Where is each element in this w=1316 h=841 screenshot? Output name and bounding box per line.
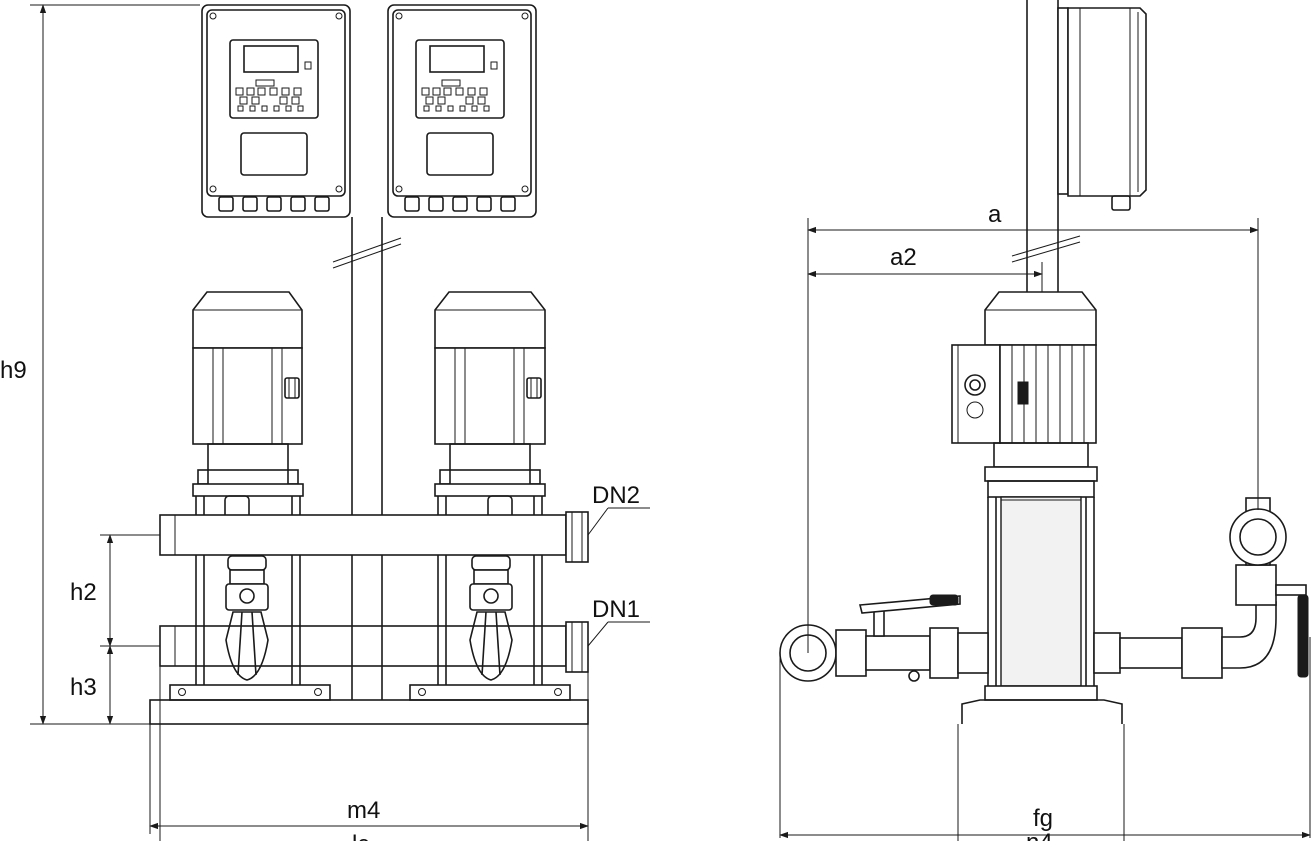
dimension-lines-side bbox=[779, 218, 1311, 841]
dimension-label-fg: fg bbox=[1033, 805, 1053, 832]
dimension-label-n4: n4 bbox=[1026, 829, 1053, 841]
side-control-panel bbox=[1057, 7, 1147, 211]
pump-right bbox=[434, 291, 546, 685]
pump-left bbox=[192, 291, 304, 685]
dimension-label-h3: h3 bbox=[70, 674, 97, 701]
dimension-label-a2: a2 bbox=[890, 244, 917, 271]
dimension-label-h9: h9 bbox=[0, 357, 27, 384]
keypad-buttons bbox=[235, 79, 304, 112]
control-panel-right bbox=[387, 4, 537, 218]
dimension-label-h2: h2 bbox=[70, 579, 97, 606]
side-view: a a2 n4 fg bbox=[779, 0, 1311, 841]
cable-glands bbox=[404, 196, 516, 212]
cable-glands bbox=[218, 196, 330, 212]
dimension-lines-front bbox=[30, 4, 650, 841]
suction-manifold bbox=[159, 621, 589, 673]
side-pump-motor bbox=[951, 291, 1098, 498]
mounting-posts bbox=[332, 217, 402, 700]
dimension-label-dn2: DN2 bbox=[592, 482, 640, 509]
dimension-label-lc: lc bbox=[352, 831, 369, 841]
dimension-label-a: a bbox=[988, 201, 1002, 228]
control-panel-left bbox=[201, 4, 351, 218]
dimension-label-m4: m4 bbox=[347, 797, 380, 824]
base-frame bbox=[149, 684, 589, 725]
discharge-manifold bbox=[159, 511, 589, 563]
side-discharge-pipe bbox=[1093, 497, 1309, 679]
side-pump-body bbox=[961, 496, 1123, 724]
keypad-buttons bbox=[421, 79, 490, 112]
side-suction-pipe bbox=[779, 594, 989, 682]
dimension-label-dn1: DN1 bbox=[592, 596, 640, 623]
front-view: h9 h2 h3 lc m4 DN2 DN1 bbox=[0, 4, 650, 841]
